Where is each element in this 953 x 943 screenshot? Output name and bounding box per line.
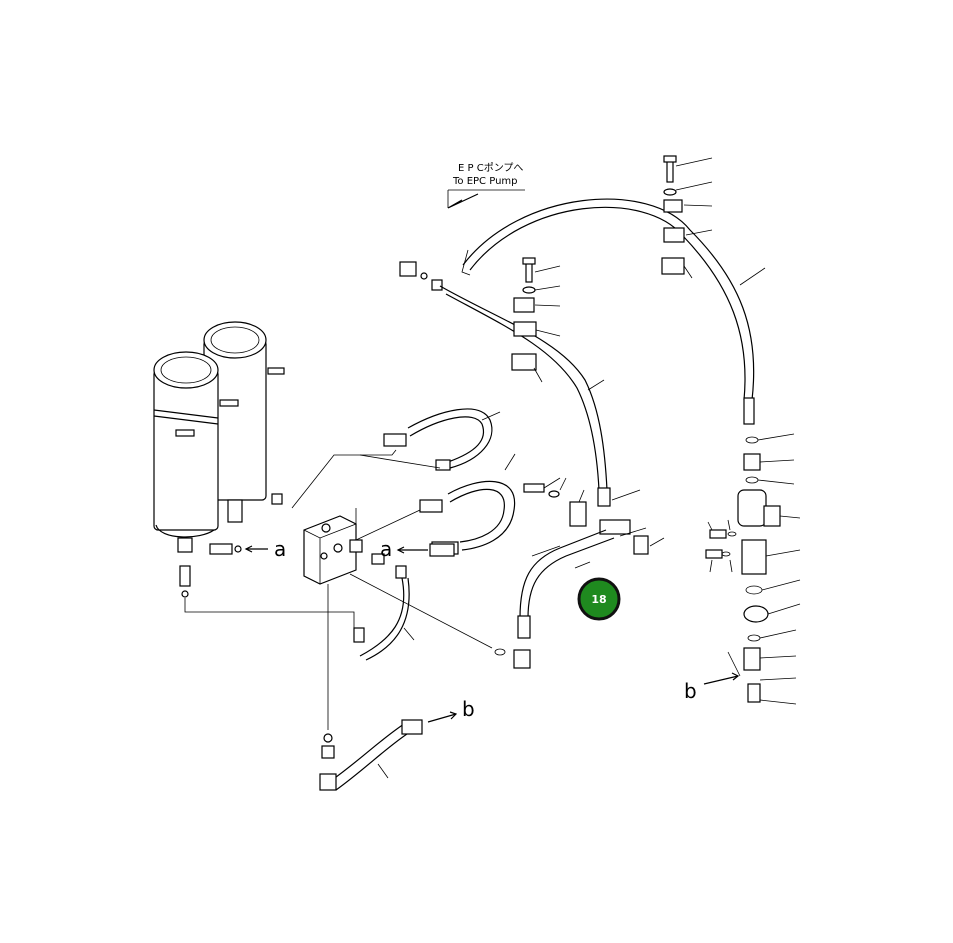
hose-end-fitting	[743, 397, 755, 425]
valve-hoses	[383, 408, 516, 555]
washer	[663, 188, 677, 196]
callout-number[interactable]: 18	[591, 593, 606, 606]
lower-loop-hose	[353, 565, 415, 661]
bottom-hose-b: b	[319, 697, 475, 791]
port-b-right-label: b	[684, 679, 697, 703]
fitting-middle	[419, 499, 443, 513]
valve-body-right	[737, 489, 767, 527]
filter-element-right	[741, 539, 767, 575]
fitting-upper	[383, 433, 407, 447]
callout-circle[interactable]	[577, 577, 621, 621]
clamp-band	[663, 227, 685, 243]
bolt	[666, 159, 674, 183]
elbow-fitting-bottom	[494, 648, 531, 669]
connection-leaders	[184, 449, 493, 730]
filter-canister-front	[153, 369, 219, 531]
short-hose-center	[517, 477, 665, 639]
callout-18[interactable]: 18	[577, 577, 621, 621]
annotation-en-text: To EPC Pump	[452, 176, 518, 187]
filter-outlet-fitting	[177, 537, 193, 553]
port-a-left: a	[209, 537, 286, 561]
annotation-arrow	[447, 193, 479, 209]
annotation-jp-text: E P Cポンプへ	[458, 162, 523, 174]
clamp-bracket	[661, 257, 685, 275]
middle-hose	[399, 261, 641, 507]
port-a-left-label: a	[274, 537, 286, 561]
port-a-center-label: a	[380, 537, 392, 561]
clamp-upper	[663, 199, 683, 213]
right-fittings: b	[684, 433, 801, 705]
port-a-center: a	[380, 537, 455, 561]
epc-pump-annotation: E P Cポンプへ To EPC Pump	[447, 162, 525, 209]
clamp-stack-right	[661, 155, 766, 286]
port-b-bottom-label: b	[462, 697, 475, 721]
bolt-middle	[525, 261, 533, 283]
clamp-stack-middle	[511, 257, 561, 383]
hose-end-lower	[597, 487, 611, 507]
elbow-fitting-top	[399, 261, 417, 277]
main-hose-arch	[461, 198, 755, 425]
valve-block	[303, 515, 385, 585]
filter-assembly	[153, 321, 285, 598]
